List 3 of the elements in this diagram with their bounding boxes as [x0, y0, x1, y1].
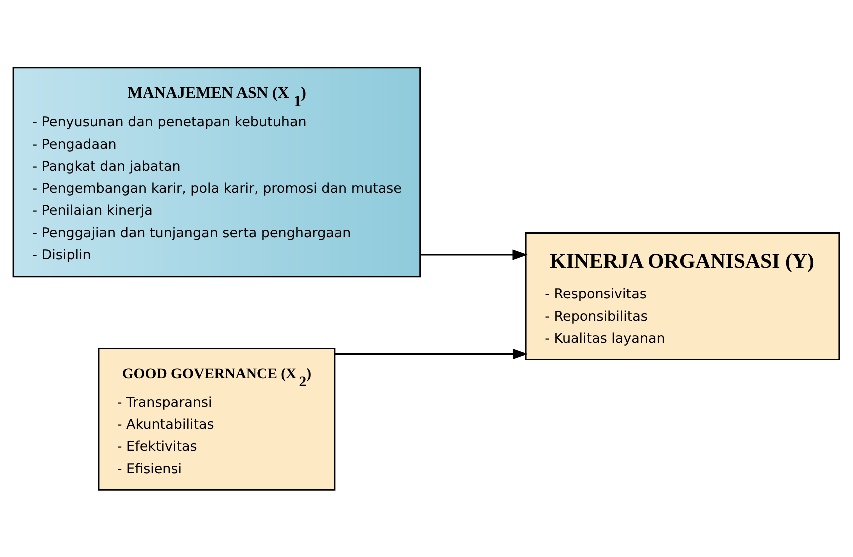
- arrow: [420, 249, 528, 260]
- node-box: KINERJA ORGANISASI (Y) - Responsivitas - Reponsibilitas - Kualitas layanan: [525, 232, 840, 360]
- arrow: [335, 348, 528, 360]
